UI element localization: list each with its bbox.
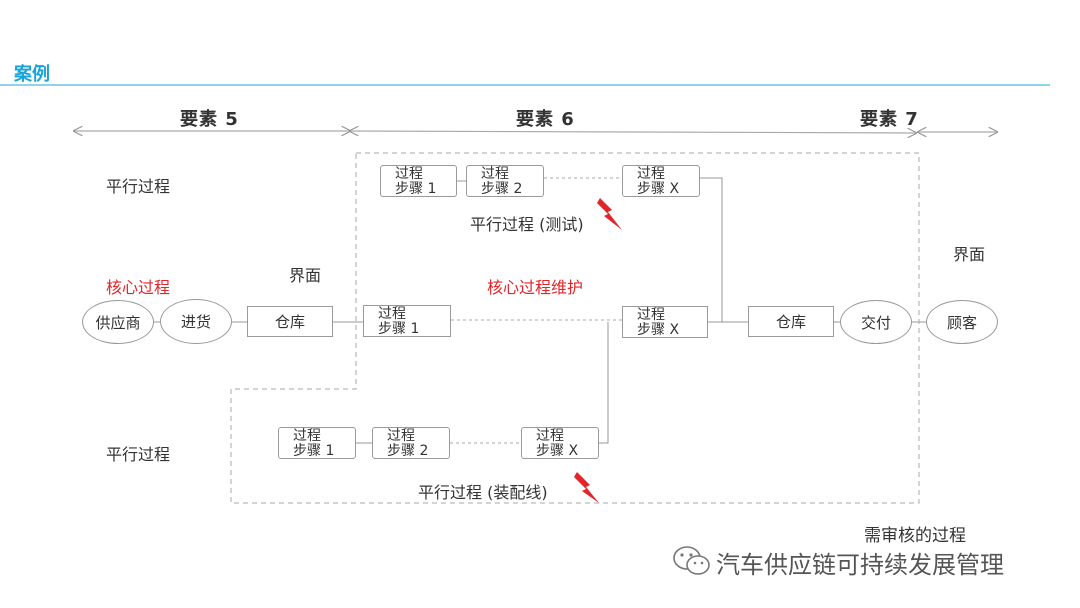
parallel-process-label-top: 平行过程 bbox=[106, 177, 171, 196]
parallel-process-label-bottom: 平行过程 bbox=[106, 445, 171, 464]
parallel-assembly-label: 平行过程 (装配线) bbox=[418, 483, 548, 502]
element-7-label: 要素 7 bbox=[860, 109, 919, 130]
audit-frame bbox=[230, 152, 920, 504]
delivery-node: 交付 bbox=[840, 300, 912, 344]
interface-label-left: 界面 bbox=[289, 266, 322, 285]
parallel-test-label: 平行过程 (测试) bbox=[470, 215, 584, 234]
header-divider bbox=[0, 84, 1050, 86]
supplier-node: 供应商 bbox=[82, 300, 154, 344]
watermark-text: 汽车供应链可持续发展管理 bbox=[716, 551, 1004, 579]
core-process-label: 核心过程 bbox=[106, 278, 171, 297]
bottom-process-step: 过程 步骤 X bbox=[521, 427, 599, 459]
bottom-process-step: 过程 步骤 2 bbox=[372, 427, 450, 459]
top-process-step: 过程 步骤 X bbox=[622, 165, 700, 197]
warehouse-left-node: 仓库 bbox=[247, 306, 333, 337]
element-6-label: 要素 6 bbox=[516, 109, 575, 130]
customer-node: 顾客 bbox=[926, 300, 998, 344]
bottom-process-step: 过程 步骤 1 bbox=[278, 427, 356, 459]
interface-label-right: 界面 bbox=[953, 245, 986, 264]
lightning-icon-test bbox=[597, 198, 622, 230]
top-process-step: 过程 步骤 1 bbox=[380, 165, 457, 197]
top-process-step: 过程 步骤 2 bbox=[466, 165, 544, 197]
core-process-step: 过程 步骤 X bbox=[622, 306, 708, 338]
element6-range-arrow bbox=[350, 131, 916, 133]
audit-needed-label: 需审核的过程 bbox=[864, 526, 966, 546]
receiving-node: 进货 bbox=[160, 299, 232, 344]
core-process-step: 过程 步骤 1 bbox=[363, 305, 451, 337]
element-5-label: 要素 5 bbox=[180, 109, 239, 130]
core-maintenance-label: 核心过程维护 bbox=[487, 278, 584, 297]
warehouse-right-node: 仓库 bbox=[748, 306, 834, 337]
wechat-icon bbox=[672, 544, 712, 578]
page-title: 案例 bbox=[14, 64, 50, 85]
lightning-icon-assembly bbox=[574, 472, 599, 503]
